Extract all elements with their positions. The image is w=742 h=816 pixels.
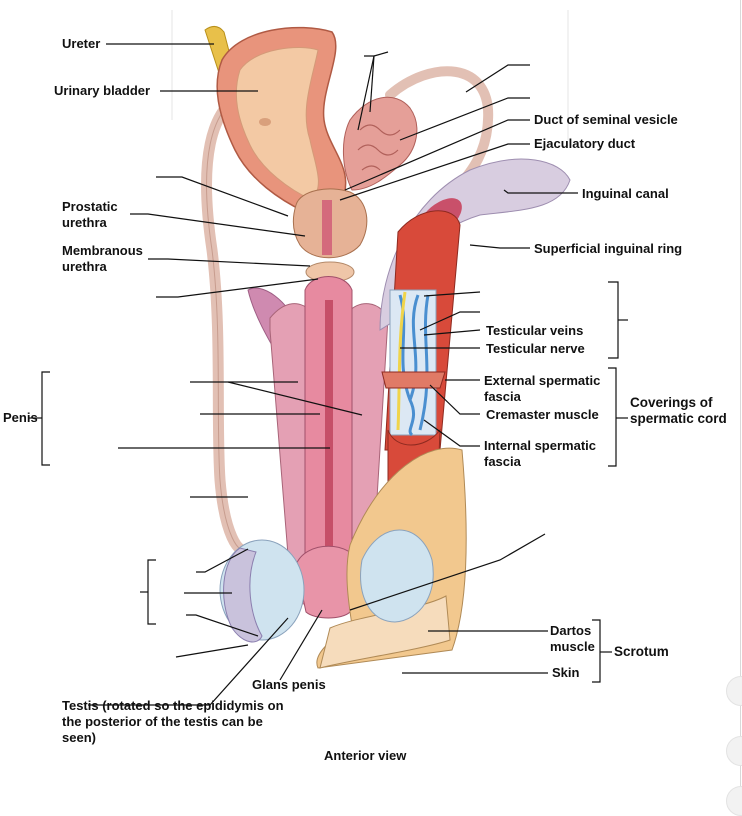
testicular-nerve-shape (396, 291, 407, 431)
label-ureter: Ureter (62, 36, 101, 51)
label-scrotum: Scrotum (614, 644, 669, 659)
label-prostatic-urethra: Prostatic urethra (62, 199, 118, 230)
label-skin: Skin (552, 665, 580, 680)
label-glans-penis: Glans penis (252, 677, 326, 692)
label-dartos-muscle: Dartos muscle (550, 623, 595, 654)
label-duct-of-seminal-vesicle: Duct of seminal vesicle (534, 112, 678, 127)
label-urinary-bladder: Urinary bladder (54, 83, 151, 98)
urinary-bladder-lumen (235, 47, 319, 201)
epididymis-shape (223, 547, 263, 643)
label-membranous-urethra: Membranous urethra (62, 243, 143, 274)
right-edge-line (740, 0, 741, 805)
label-penis: Penis (3, 410, 38, 425)
label-superficial-inguinal-ring: Superficial inguinal ring (534, 241, 683, 256)
label-ejaculatory-duct: Ejaculatory duct (534, 136, 636, 151)
seminal-vesicle-shape (342, 96, 418, 191)
label-inguinal-canal: Inguinal canal (582, 186, 669, 201)
label-testicular-veins: Testicular veins (486, 323, 584, 338)
leader-lines (28, 43, 628, 706)
label-cremaster-muscle: Cremaster muscle (486, 407, 599, 422)
label-coverings-of-spermatic-cord: Coverings of spermatic cord (630, 395, 727, 426)
label-internal-spermatic-fascia: Internal spermatic fascia (484, 438, 596, 469)
label-external-spermatic-fascia: External spermatic fascia (484, 373, 601, 404)
caption-view: Anterior view (324, 748, 407, 763)
label-testis: Testis (rotated so the epididymis on the… (62, 698, 284, 745)
label-testicular-nerve: Testicular nerve (486, 341, 585, 356)
